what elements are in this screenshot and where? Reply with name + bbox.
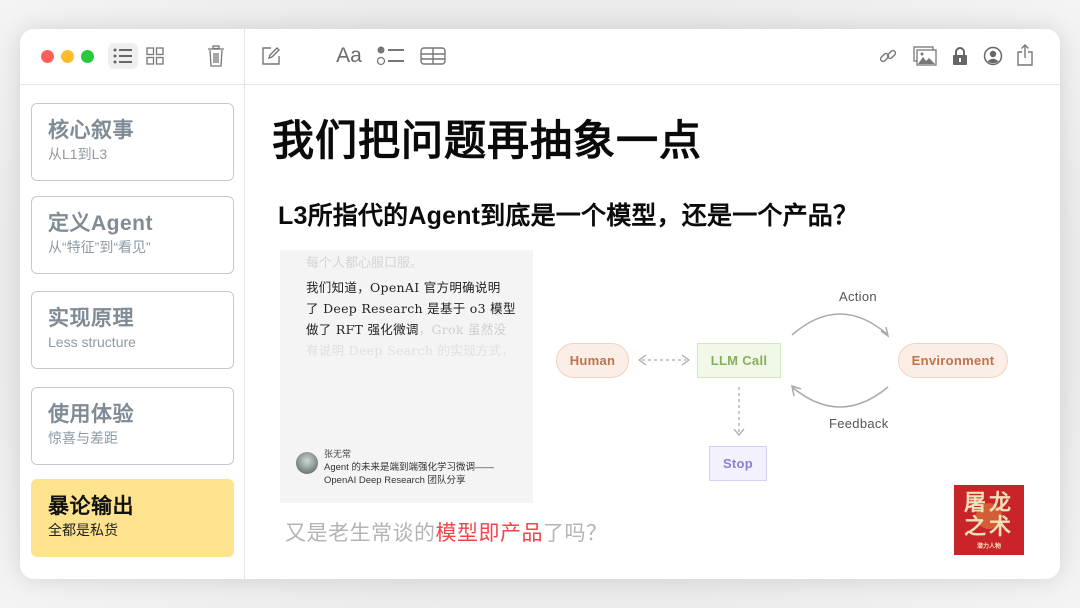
trash-icon — [208, 45, 224, 67]
sidebar-item-subtitle: 全都是私货 — [48, 522, 118, 538]
avatar — [296, 452, 318, 474]
article-line: 了 Deep Research 是基于 o3 模型 — [306, 301, 516, 316]
article-line: 我们知道，OpenAI 官方明确说明 — [306, 280, 501, 295]
sidebar-item-title: 实现原理 — [48, 307, 134, 330]
sidebar-item-subtitle: 从“特征”到“看见” — [48, 239, 151, 255]
checklist-button[interactable] — [375, 43, 409, 69]
edge-label-action: Action — [839, 289, 877, 304]
collaborate-icon — [983, 46, 1003, 66]
article-attribution: 张无常 Agent 的未来是端到端强化学习微调—— OpenAI Deep Re… — [296, 448, 494, 487]
table-button[interactable] — [418, 43, 448, 69]
sidebar-item-subtitle: Less structure — [48, 334, 136, 350]
page-subtitle: L3所指代的Agent到底是一个模型，还是一个产品？ — [278, 202, 859, 230]
grid-view-button[interactable] — [142, 43, 168, 69]
agent-loop-diagram: Action Feedback Human LLM Call Environme… — [550, 279, 1020, 489]
compose-icon — [262, 47, 280, 65]
stamp-caption: 潜力人物 — [976, 543, 1001, 550]
delete-button[interactable] — [203, 42, 229, 70]
article-body: 我们知道，OpenAI 官方明确说明 了 Deep Research 是基于 o… — [306, 277, 516, 361]
stamp-text: 屠龙 — [963, 489, 1014, 516]
link-button[interactable] — [875, 43, 901, 69]
media-button[interactable] — [911, 43, 939, 69]
article-caption: Agent 的未来是端到端强化学习微调—— — [324, 462, 494, 473]
node-stop: Stop — [709, 446, 767, 481]
sidebar-item-title: 核心叙事 — [48, 119, 134, 142]
list-view-button[interactable] — [108, 43, 138, 69]
page-title: 我们把问题再抽象一点 — [272, 116, 703, 165]
sidebar-item-implementation[interactable]: 实现原理 Less structure — [31, 291, 234, 369]
share-button[interactable] — [1013, 41, 1037, 69]
checklist-icon — [377, 46, 404, 66]
toolbar: Aa — [20, 29, 1060, 85]
article-faded-text: 有说明 Deep Search 的实现方式， — [306, 343, 515, 358]
closing-question: 又是老生常谈的模型即产品了吗？ — [285, 517, 608, 547]
grid-view-icon — [146, 47, 164, 65]
author-name: 张无常 — [324, 449, 352, 459]
link-icon — [879, 49, 897, 63]
table-icon — [420, 47, 446, 65]
question-text: 又是老生常谈的 — [285, 522, 436, 545]
sidebar-item-title: 暴论输出 — [48, 495, 134, 518]
lock-icon — [953, 47, 967, 65]
share-icon — [1017, 44, 1033, 66]
sidebar-item-hot-takes[interactable]: 暴论输出 全都是私货 — [31, 479, 234, 557]
sidebar-divider — [244, 29, 245, 579]
question-highlight: 模型即产品 — [435, 522, 543, 545]
diagram-arrows — [637, 313, 890, 437]
sidebar-item-define-agent[interactable]: 定义Agent 从“特征”到“看见” — [31, 196, 234, 274]
sidebar-item-user-experience[interactable]: 使用体验 惊喜与差距 — [31, 387, 234, 465]
sidebar-item-title: 使用体验 — [48, 403, 134, 426]
article-caption: OpenAI Deep Research 团队分享 — [324, 475, 466, 486]
edge-label-feedback: Feedback — [829, 416, 889, 431]
stamp-text: 之术 — [963, 513, 1014, 540]
notes-window: Aa — [20, 29, 1060, 579]
article-line: 做了 RFT 强化微调，Grok 虽然没 — [306, 319, 516, 340]
list-view-icon — [113, 48, 132, 64]
node-llm-call: LLM Call — [697, 343, 781, 378]
article-faded-text: 每个人都心服口服。 — [306, 256, 424, 271]
new-note-button[interactable] — [258, 43, 284, 69]
question-text: 了吗？ — [543, 522, 608, 545]
article-emphasis: 做了 RFT 强化微调 — [306, 322, 419, 337]
media-icon — [913, 46, 937, 66]
lock-button[interactable] — [948, 43, 972, 69]
format-button[interactable]: Aa — [332, 41, 366, 71]
zoom-window-button[interactable] — [81, 50, 94, 63]
sidebar-item-subtitle: 惊喜与差距 — [48, 430, 118, 446]
node-human: Human — [556, 343, 629, 378]
sidebar-item-subtitle: 从L1到L3 — [48, 146, 108, 162]
sidebar-item-title: 定义Agent — [48, 212, 153, 235]
seal-icon — [976, 503, 1002, 529]
article-faded-text: ，Grok 虽然没 — [418, 322, 507, 337]
node-environment: Environment — [898, 343, 1008, 378]
brand-stamp-logo: 屠龙 之术 潜力人物 — [954, 485, 1024, 555]
sidebar-item-core-narrative[interactable]: 核心叙事 从L1到L3 — [31, 103, 234, 181]
minimize-window-button[interactable] — [61, 50, 74, 63]
article-screenshot: 每个人都心服口服。 我们知道，OpenAI 官方明确说明 了 Deep Rese… — [280, 250, 533, 503]
format-text-icon: Aa — [336, 44, 362, 67]
collaborate-button[interactable] — [980, 43, 1006, 69]
close-window-button[interactable] — [41, 50, 54, 63]
